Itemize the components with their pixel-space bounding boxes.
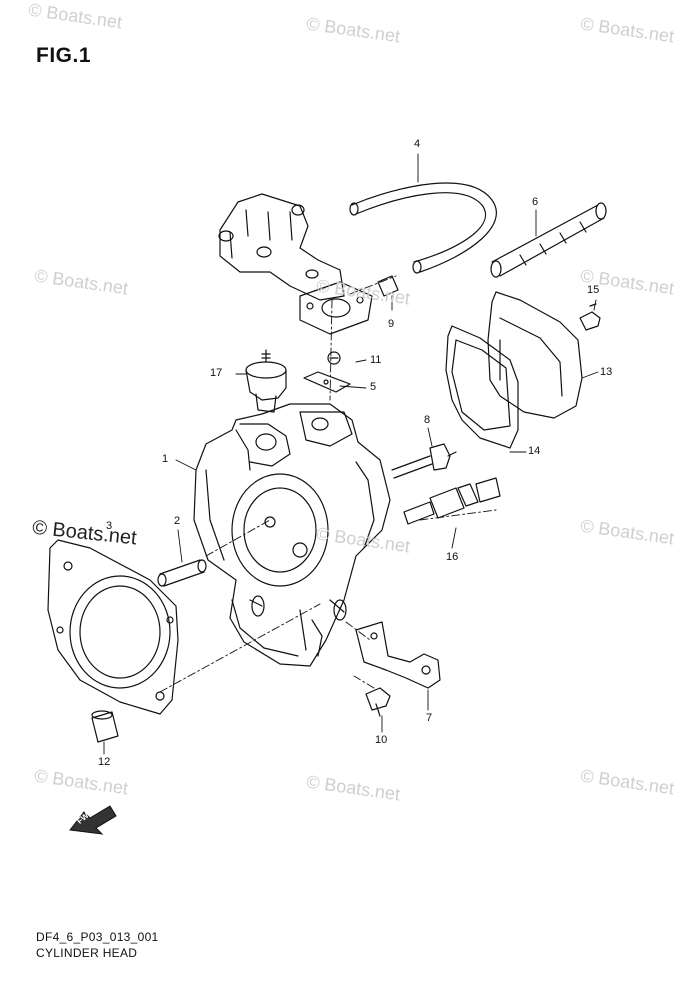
bolt-part-10 bbox=[365, 687, 391, 717]
pipe-part-6 bbox=[490, 202, 607, 278]
callout-15: 15 bbox=[587, 284, 600, 296]
callout-13: 13 bbox=[600, 366, 613, 378]
cylinder-head-part-1 bbox=[193, 403, 391, 667]
callout-8: 8 bbox=[424, 414, 431, 426]
callout-7: 7 bbox=[426, 712, 433, 724]
gasket-part-14 bbox=[445, 325, 519, 449]
callout-10: 10 bbox=[375, 734, 388, 746]
head-gasket-part-3 bbox=[47, 539, 179, 715]
callout-9: 9 bbox=[388, 318, 395, 330]
callout-16: 16 bbox=[446, 551, 459, 563]
gasket-part-9 bbox=[299, 275, 399, 335]
spark-plug-part-16 bbox=[403, 477, 501, 525]
callout-1: 1 bbox=[162, 453, 169, 465]
side-cover-part-13 bbox=[487, 291, 583, 419]
callout-2: 2 bbox=[174, 515, 181, 527]
callout-14: 14 bbox=[528, 445, 541, 457]
callout-5: 5 bbox=[370, 381, 377, 393]
leader-lines bbox=[103, 153, 599, 755]
callout-4: 4 bbox=[414, 138, 421, 150]
hose-part-4 bbox=[349, 182, 497, 274]
figure-name: CYLINDER HEAD bbox=[36, 946, 138, 960]
assembly-lines bbox=[159, 275, 497, 693]
water-cover-housing bbox=[218, 193, 345, 301]
fwd-arrow-icon bbox=[69, 805, 117, 835]
bolt-part-15 bbox=[579, 303, 601, 331]
callout-11: 11 bbox=[370, 354, 382, 366]
figure-title: FIG.1 bbox=[36, 44, 92, 67]
bracket-part-7 bbox=[355, 621, 441, 689]
dowel-pin-part-2 bbox=[157, 559, 207, 587]
callout-12: 12 bbox=[98, 756, 111, 768]
callout-3: 3 bbox=[106, 520, 113, 532]
thermostat-part-17 bbox=[245, 349, 287, 413]
callout-6: 6 bbox=[532, 196, 539, 208]
figure-code: DF4_6_P03_013_001 bbox=[36, 930, 159, 944]
screw-part-11 bbox=[327, 351, 341, 365]
dowel-part-12 bbox=[91, 710, 119, 743]
callout-17: 17 bbox=[210, 367, 223, 379]
plate-part-5 bbox=[303, 371, 351, 393]
stud-part-8 bbox=[391, 443, 457, 479]
